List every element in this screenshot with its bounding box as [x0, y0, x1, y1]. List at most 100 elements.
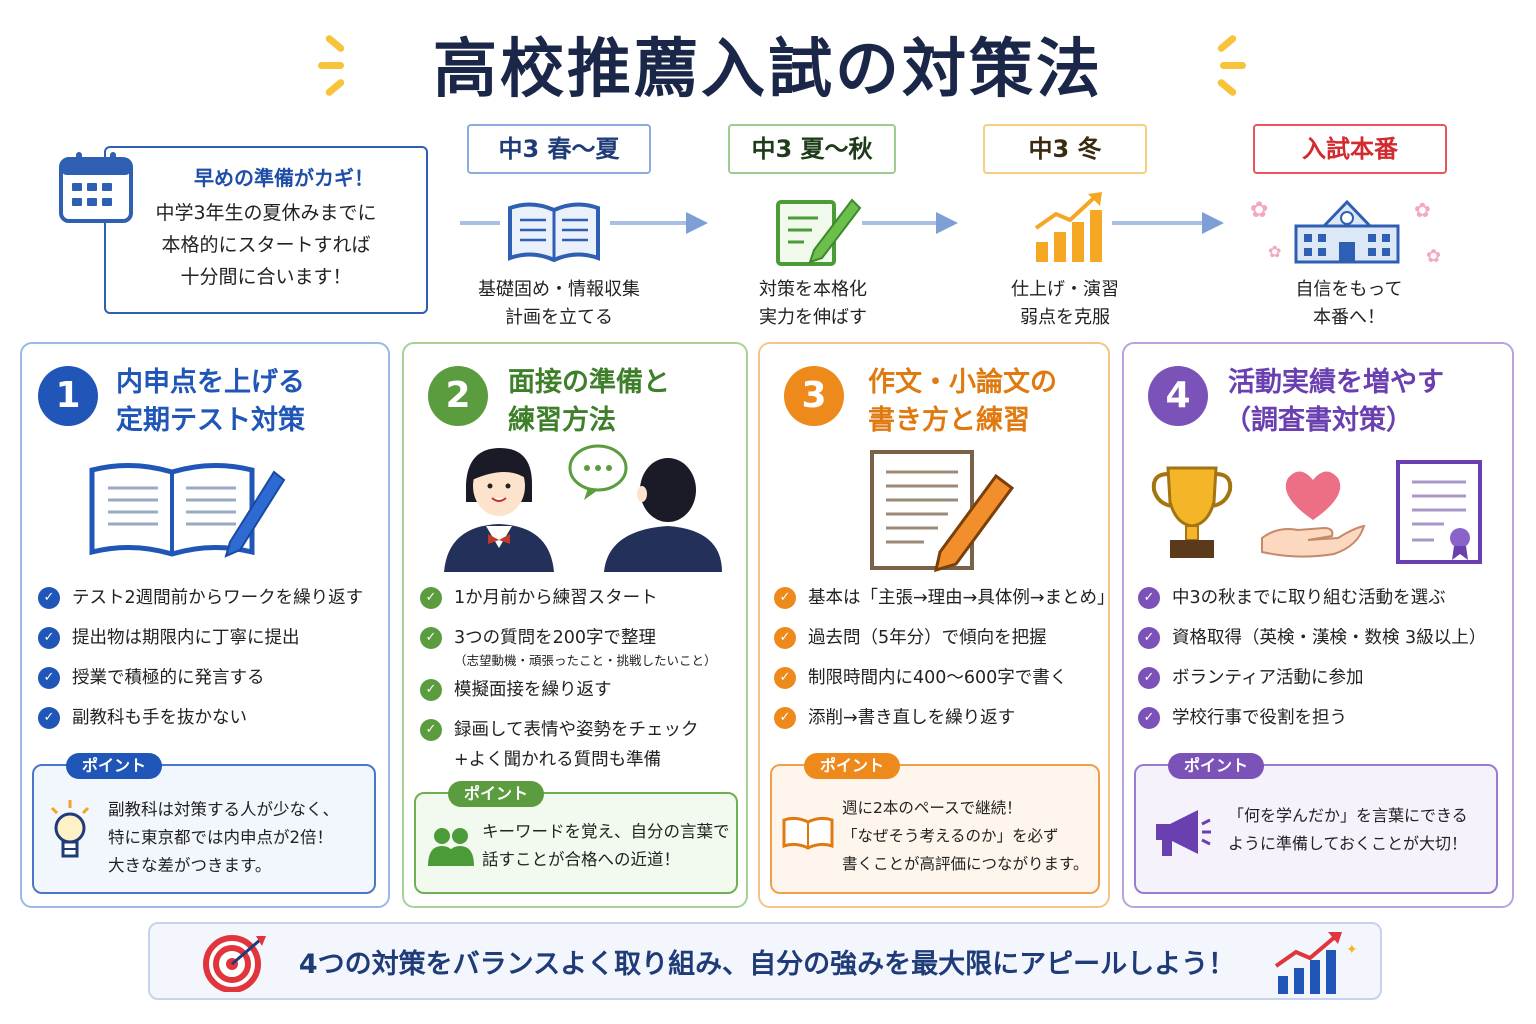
card-title-line: （調査書対策）	[1224, 405, 1413, 436]
point-text: キーワードを覚え、自分の言葉で 話すことが合格への近道！	[482, 818, 738, 874]
school-building-icon	[1294, 199, 1400, 264]
card-checklist: ✓1か月前から練習スタート ✓3つの質問を200字で整理（志望動機・頑張ったこと…	[420, 586, 744, 788]
point-line: ように準備しておくことが大切！	[1228, 834, 1468, 853]
list-item-text: 模擬面接を繰り返す	[454, 680, 612, 700]
stage-desc-line: 弱点を克服	[1020, 307, 1110, 328]
point-text: 副教科は対策する人が少なく、 特に東京都では内申点が2倍！ 大きな差がつきます。	[108, 796, 374, 880]
stage-desc-line: 基礎固め・情報収集	[478, 279, 640, 300]
list-item-text: ボランティア活動に参加	[1172, 668, 1364, 688]
card-grades: 1 内申点を上げる 定期テスト対策 ✓テスト2週間前からワークを繰り返す ✓提出…	[20, 342, 390, 908]
check-icon: ✓	[1138, 707, 1160, 729]
sparkle-right-icon	[1206, 33, 1250, 98]
point-line: 書くことが高評価につながります。	[842, 855, 1089, 873]
card-title: 活動実績を増やす （調査書対策）	[1224, 364, 1444, 440]
stage-desc-4: 自信をもって 本番へ！	[1239, 276, 1459, 332]
check-icon: ✓	[1138, 667, 1160, 689]
card-number: 3	[784, 366, 844, 426]
list-item-text: 提出物は期限内に丁寧に提出	[72, 628, 300, 648]
point-line: 「なぜそう考えるのか」を必ず	[842, 827, 1059, 845]
intro-text: 中学3年生の夏休みまでに 本格的にスタートすれば 十分間に合います！	[106, 197, 426, 293]
list-item: ✓学校行事で役割を担う	[1138, 706, 1512, 730]
list-item: ✓添削→書き直しを繰り返す	[774, 706, 1108, 730]
list-item-text: 録画して表情や姿勢をチェック	[454, 720, 699, 740]
intro-line: 十分間に合います！	[180, 266, 352, 288]
check-icon: ✓	[38, 587, 60, 609]
sakura-icon: ✿	[1268, 242, 1282, 261]
point-line: 話すことが合格への近道！	[482, 850, 680, 869]
list-item: ✓ ボランティア活動に参加	[1138, 666, 1512, 690]
check-icon: ✓	[420, 627, 442, 649]
target-icon	[203, 935, 266, 992]
card-number: 2	[428, 366, 488, 426]
list-item-text: 制限時間内に400〜600字で書く	[808, 668, 1068, 688]
check-icon: ✓	[774, 627, 796, 649]
sakura-icon: ✿	[1250, 198, 1269, 223]
point-label: ポイント	[448, 781, 545, 807]
check-icon: ✓	[1138, 587, 1160, 609]
intro-line: 中学3年生の夏休みまでに	[155, 202, 377, 224]
point-text: 週に2本のペースで継続！ 「なぜそう考えるのか」を必ず 書くことが高評価につなが…	[842, 794, 1104, 878]
point-line: 大きな差がつきます。	[108, 856, 272, 875]
point-label: ポイント	[1168, 753, 1265, 779]
stage-desc-3: 仕上げ・演習 弱点を克服	[955, 276, 1175, 332]
page-title: 高校推薦入試の対策法	[433, 33, 1103, 107]
stage-label-1: 中3 春〜夏	[467, 124, 651, 174]
list-item-text: 副教科も手を抜かない	[72, 708, 247, 728]
sakura-icon: ✿	[1414, 198, 1431, 222]
stage-desc-line: 自信をもって	[1295, 279, 1403, 300]
list-item: ✓ 基本は「主張→理由→具体例→まとめ」	[774, 586, 1115, 610]
list-item: ✓録画して表情や姿勢をチェック+よく聞かれる質問も準備	[420, 718, 744, 772]
card-number: 1	[38, 366, 98, 426]
list-item-text: 授業で積極的に発言する	[72, 668, 265, 688]
card-title-line: 内申点を上げる	[116, 367, 305, 398]
check-icon: ✓	[38, 627, 60, 649]
card-checklist: ✓中3の秋までに取り組む活動を選ぶ ✓資格取得（英検・漢検・数検 3級以上） ✓…	[1138, 586, 1512, 746]
pencil-paper-icon	[776, 198, 862, 266]
list-item: ✓3つの質問を200字で整理（志望動機・頑張ったこと・挑戦したいこと）	[420, 626, 744, 670]
trophy-icon	[1151, 466, 1233, 558]
timeline-arrow	[1112, 212, 1224, 234]
growth-chart-icon	[1034, 192, 1102, 262]
list-item: ✓ 提出物は期限内に丁寧に提出	[38, 626, 383, 650]
list-item-text: 基本は「主張→理由→具体例→まとめ」	[808, 588, 1115, 608]
card-title-line: 作文・小論文の	[868, 367, 1057, 398]
list-item-text: テスト2週間前からワークを繰り返す	[72, 588, 364, 608]
sakura-icon: ✿	[1426, 246, 1442, 267]
list-item: ✓資格取得（英検・漢検・数検 3級以上）	[1138, 626, 1512, 650]
summary-banner: 4つの対策をバランスよく取り組み、自分の強みを最大限にアピールしよう！ ✦	[148, 922, 1382, 1000]
list-item: ✓中3の秋までに取り組む活動を選ぶ	[1138, 586, 1512, 610]
list-item: ✓1か月前から練習スタート	[420, 586, 744, 610]
stage-label-4: 入試本番	[1253, 124, 1447, 174]
lightbulb-icon	[50, 800, 90, 858]
card-checklist: ✓基本は「主張→理由→具体例→まとめ」 ✓過去問（5年分）で傾向を把握 ✓制限時…	[774, 586, 1115, 746]
check-icon: ✓	[774, 667, 796, 689]
intro-line: 本格的にスタートすれば	[161, 234, 371, 256]
interview-people-icon	[444, 444, 722, 572]
check-icon: ✓	[774, 587, 796, 609]
card-activities: 4 活動実績を増やす （調査書対策） ✓中3の秋までに取り組む活動を選ぶ ✓資格…	[1122, 342, 1514, 908]
list-item: ✓ 模擬面接を繰り返す	[420, 678, 744, 702]
card-title: 作文・小論文の 書き方と練習	[868, 364, 1057, 440]
intro-box: 早めの準備がカギ！ 中学3年生の夏休みまでに 本格的にスタートすれば 十分間に合…	[104, 146, 428, 314]
card-essay: 3 作文・小論文の 書き方と練習 ✓基本は「主張→理由→具体例→まとめ」 ✓過去…	[758, 342, 1115, 908]
point-line: キーワードを覚え、自分の言葉で	[482, 822, 730, 841]
essay-writing-icon	[870, 450, 1015, 572]
intro-heading: 早めの準備がカギ！	[194, 166, 374, 190]
people-group-icon	[428, 828, 474, 866]
card-checklist: ✓ テスト2週間前からワークを繰り返す ✓ 提出物は期限内に丁寧に提出 ✓ 授業で積極…	[38, 586, 383, 746]
list-item-text: 3つの質問を200字で整理	[454, 628, 657, 648]
timeline-arrow	[862, 212, 958, 234]
check-icon: ✓	[420, 679, 442, 701]
sparkle-left-icon	[318, 33, 362, 98]
megaphone-icon	[1156, 810, 1211, 856]
check-icon: ✓	[38, 707, 60, 729]
check-icon: ✓	[38, 667, 60, 689]
point-box: ポイント キーワードを覚え、自分の言葉で 話すことが合格への近道！	[414, 781, 738, 894]
list-item-text: 1か月前から練習スタート	[454, 588, 658, 608]
open-book-icon	[508, 202, 600, 263]
card-title-line: 練習方法	[508, 405, 616, 436]
stage-desc-line: 計画を立てる	[505, 307, 613, 328]
stage-desc-line: 対策を本格化	[759, 279, 867, 300]
heart-hand-icon	[1261, 471, 1366, 558]
summary-text: 4つの対策をバランスよく取り組み、自分の強みを最大限にアピールしよう！	[298, 949, 1236, 980]
